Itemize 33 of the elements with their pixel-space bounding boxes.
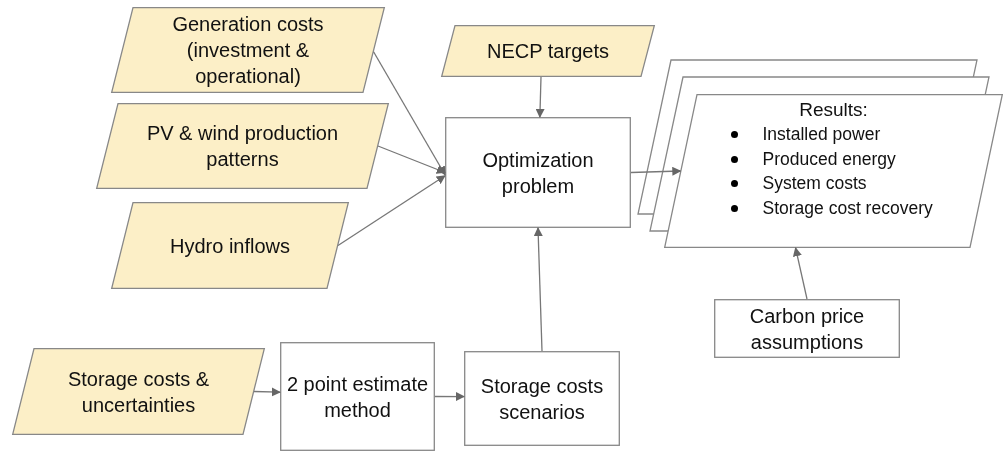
input-parallelogram: [441, 25, 655, 77]
input-parallelogram: [96, 103, 389, 189]
arrow: [630, 166, 682, 176]
heading: Results:: [799, 98, 868, 122]
arrow: [377, 145, 446, 174]
bullet-item: Storage cost recovery: [728, 195, 939, 220]
node-label: Carbon price assumptions: [748, 303, 866, 355]
process-box: [445, 117, 631, 228]
process-box: [280, 342, 435, 451]
arrow: [434, 392, 465, 402]
arrow: [372, 51, 446, 176]
node-label: 2 point estimate method: [286, 371, 429, 423]
arrow: [337, 175, 446, 247]
process-box: [464, 351, 620, 446]
node-label: Hydro inflows: [169, 233, 290, 259]
input-parallelogram: [111, 202, 349, 289]
process-box: [714, 299, 900, 358]
arrow: [253, 387, 281, 397]
node-label: Generation costs (investment & operational): [171, 12, 325, 89]
node-label: Storage costs & uncertainties: [66, 366, 211, 418]
node-label: Optimization problem: [481, 147, 595, 199]
arrow: [792, 247, 808, 300]
bullet-item: Installed power: [728, 122, 939, 147]
arrow: [535, 76, 545, 118]
input-parallelogram: [12, 348, 265, 435]
output-parallelogram: [664, 94, 1003, 248]
bullet-item: Produced energy: [728, 146, 939, 171]
node-label: NECP targets: [487, 39, 609, 64]
input-parallelogram: [111, 7, 385, 93]
arrow: [533, 227, 543, 352]
node-label: PV & wind production patterns: [145, 121, 340, 172]
bullet-item: System costs: [728, 171, 939, 196]
node-label: Storage costs scenarios: [479, 373, 605, 425]
